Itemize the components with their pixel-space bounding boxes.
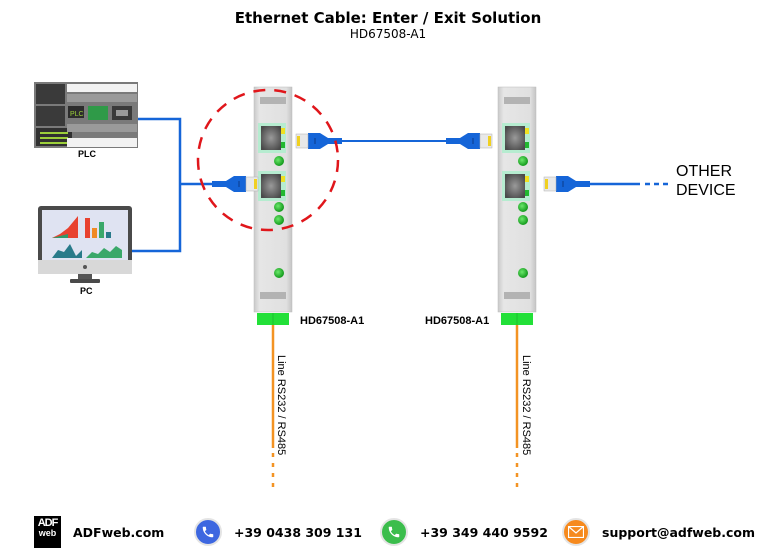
rj45-plug-icon (212, 176, 259, 192)
gateway-2-label: HD67508-A1 (425, 315, 490, 327)
phone-number[interactable]: +39 0438 309 131 (234, 524, 362, 540)
rj45-plug-icon (446, 133, 493, 149)
pc-label: PC (80, 286, 93, 296)
ethernet-cable-plc-pc (130, 117, 212, 253)
status-led (518, 215, 528, 225)
serial-line-1-label: Line RS232 / RS485 (275, 355, 287, 456)
footer-email[interactable]: support@adfweb.com (562, 512, 755, 552)
footer-whatsapp[interactable]: +39 349 440 9592 (380, 512, 548, 552)
whatsapp-number[interactable]: +39 349 440 9592 (420, 524, 548, 540)
adfweb-logo-icon: ADF web (34, 516, 61, 548)
footer-contacts: ADF web ADFweb.com +39 0438 309 131 +39 … (0, 512, 776, 552)
highlight-circle (196, 88, 340, 232)
status-led (274, 202, 284, 212)
other-device-label: OTHER DEVICE (676, 162, 736, 200)
plc-screen-text: PLC (70, 111, 84, 118)
phone-icon (194, 518, 222, 546)
serial-line-2-label: Line RS232 / RS485 (520, 355, 532, 456)
logo-text-bottom: web (38, 528, 57, 538)
status-led (274, 156, 284, 166)
status-led (274, 215, 284, 225)
network-diagram: PLC (34, 82, 672, 492)
logo-text-top: ADF (37, 517, 59, 529)
footer-phone[interactable]: +39 0438 309 131 (194, 512, 362, 552)
other-device-line2: DEVICE (676, 182, 736, 199)
status-led (518, 268, 528, 278)
plc-device: PLC (34, 82, 138, 148)
rj45-plug-icon (543, 176, 590, 192)
gateway-1-device (253, 86, 293, 325)
ethernet-port-1 (258, 123, 286, 153)
rj45-plug-icon (295, 133, 342, 149)
pc-monitor (38, 206, 132, 283)
status-led (274, 268, 284, 278)
gateway-1-label: HD67508-A1 (300, 315, 365, 327)
status-led (518, 156, 528, 166)
ethernet-port-2 (258, 171, 286, 201)
diagram-subtitle: HD67508-A1 (349, 27, 427, 41)
ethernet-port-2 (502, 171, 530, 201)
ethernet-port-1 (502, 123, 530, 153)
status-led (518, 202, 528, 212)
whatsapp-icon (380, 518, 408, 546)
gateway-2-device (497, 86, 537, 325)
email-address[interactable]: support@adfweb.com (602, 524, 756, 540)
diagram-title: Ethernet Cable: Enter / Exit Solution (234, 9, 542, 27)
email-icon (562, 518, 590, 546)
website-link[interactable]: ADFweb.com (73, 524, 165, 540)
footer-website[interactable]: ADF web ADFweb.com (34, 512, 164, 552)
plc-label: PLC (78, 149, 96, 159)
other-device-line1: OTHER (676, 163, 732, 180)
